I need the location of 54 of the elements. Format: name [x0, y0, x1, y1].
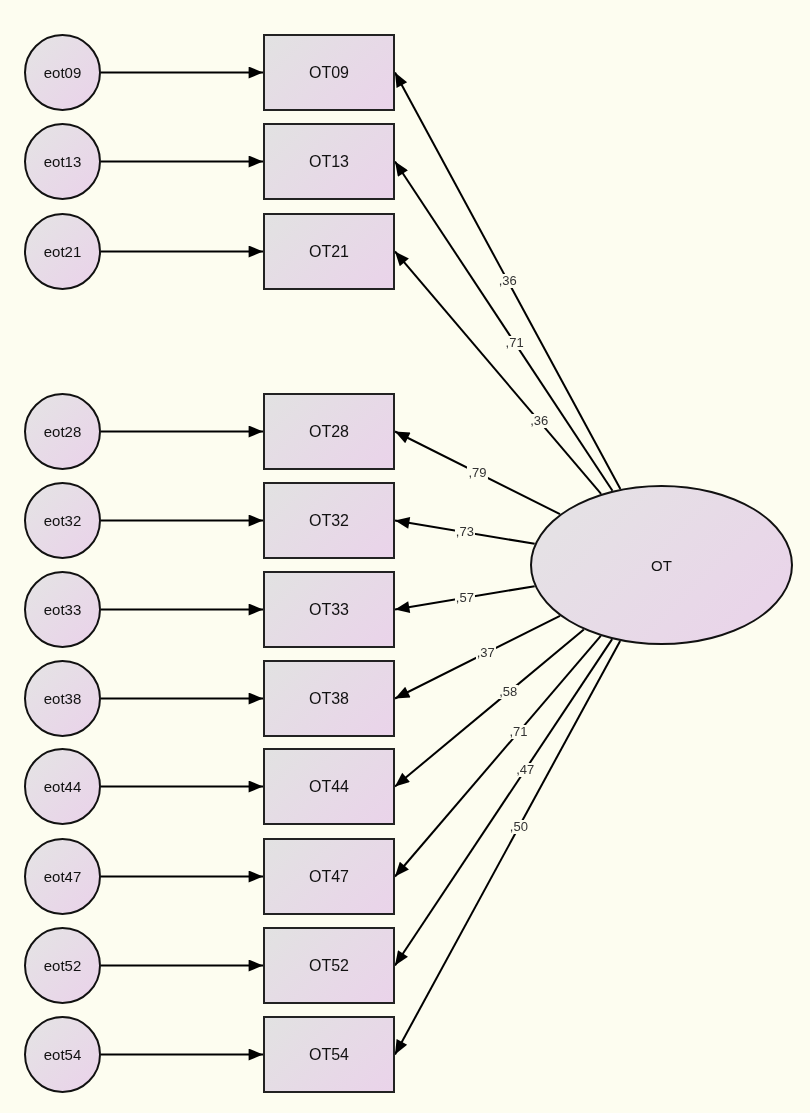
observed-variable-box: OT38: [263, 660, 395, 737]
edge-label: ,57: [454, 590, 475, 605]
edge-label: ,71: [504, 335, 525, 350]
arrow: [394, 430, 561, 516]
arrow: [100, 959, 264, 972]
error-term-circle: eot32: [24, 482, 101, 559]
arrow: [394, 634, 602, 878]
error-term-circle: eot33: [24, 571, 101, 648]
observed-variable-box: OT54: [263, 1016, 395, 1093]
arrow: [100, 1048, 264, 1061]
error-term-circle: eot09: [24, 34, 101, 111]
edge-label: ,36: [529, 414, 550, 429]
error-term-circle: eot47: [24, 838, 101, 915]
arrow: [100, 780, 264, 793]
edge-label: ,50: [508, 820, 529, 835]
latent-variable-ellipse: OT: [530, 485, 793, 645]
observed-variable-box: OT52: [263, 927, 395, 1004]
observed-variable-box: OT33: [263, 571, 395, 648]
arrow: [100, 870, 264, 883]
arrow: [394, 628, 585, 788]
edge-label: ,47: [515, 762, 536, 777]
edge-label: ,73: [454, 525, 475, 540]
observed-variable-box: OT09: [263, 34, 395, 111]
arrow: [100, 603, 264, 616]
observed-variable-box: OT32: [263, 482, 395, 559]
arrow: [100, 425, 264, 438]
edge-label: ,37: [475, 646, 496, 661]
arrow: [394, 160, 614, 492]
arrow: [100, 514, 264, 527]
arrow: [100, 245, 264, 258]
error-term-circle: eot54: [24, 1016, 101, 1093]
edge-label: ,71: [508, 725, 529, 740]
arrow: [100, 155, 264, 168]
arrow: [100, 66, 264, 79]
observed-variable-box: OT44: [263, 748, 395, 825]
observed-variable-box: OT13: [263, 123, 395, 200]
error-term-circle: eot13: [24, 123, 101, 200]
error-term-circle: eot52: [24, 927, 101, 1004]
arrow: [100, 692, 264, 705]
arrow: [394, 250, 603, 495]
observed-variable-box: OT47: [263, 838, 395, 915]
error-term-circle: eot44: [24, 748, 101, 825]
arrow: [394, 639, 622, 1056]
edge-label: ,79: [467, 465, 488, 480]
arrow: [394, 614, 561, 700]
arrow: [394, 71, 622, 490]
arrow: [394, 638, 614, 967]
edge-label: ,36: [497, 273, 518, 288]
error-term-circle: eot28: [24, 393, 101, 470]
error-term-circle: eot21: [24, 213, 101, 290]
observed-variable-box: OT28: [263, 393, 395, 470]
edge-label: ,58: [498, 685, 519, 700]
error-term-circle: eot38: [24, 660, 101, 737]
observed-variable-box: OT21: [263, 213, 395, 290]
